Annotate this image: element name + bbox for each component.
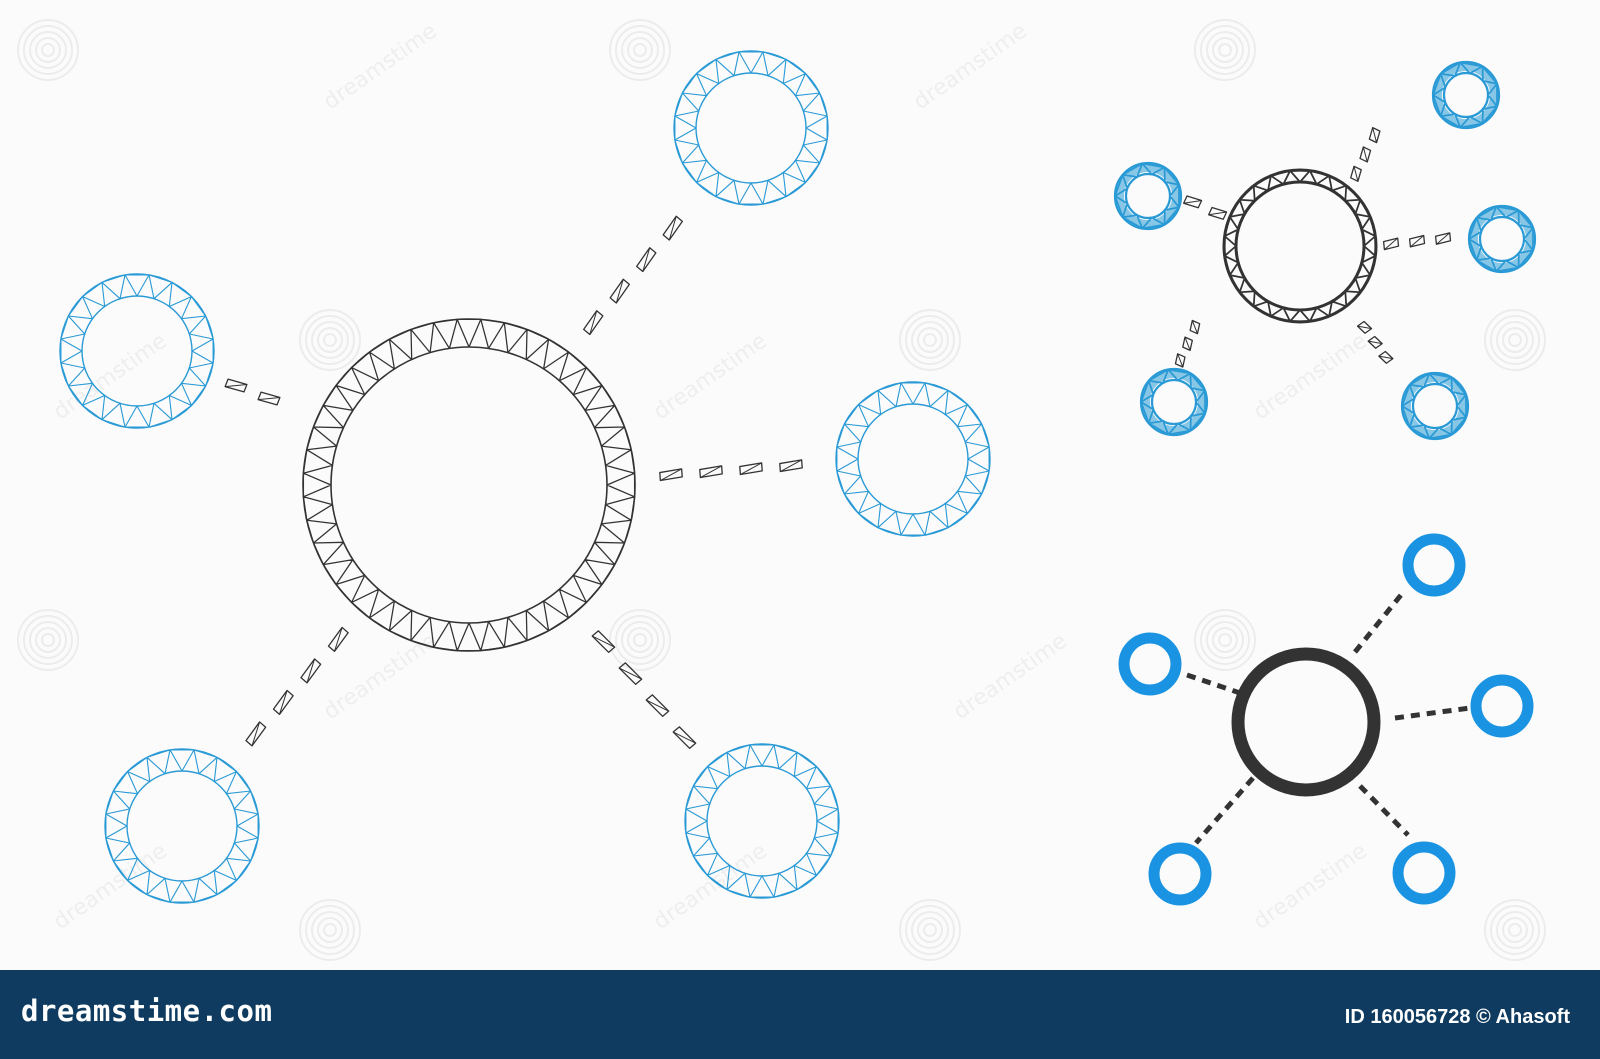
- spiral-logo-icon: [299, 899, 361, 961]
- poly-link: [1183, 195, 1228, 220]
- spiral-logo-icon: [1484, 899, 1546, 961]
- small-polygonal-network-icon: [1113, 60, 1537, 441]
- spiral-logo-icon: [609, 19, 671, 81]
- poly-link: [1174, 319, 1201, 368]
- poly-link: [1350, 126, 1381, 182]
- spiral-logo-icon: [899, 309, 961, 371]
- solid-hub-ring: [1231, 647, 1381, 797]
- solid-node-ring: [1392, 841, 1456, 905]
- network-illustration: dreamstime dreamstime dreamstime dreamstime…: [17, 19, 1546, 961]
- watermark-text: dreamstime: [1249, 839, 1372, 935]
- mesh-node-ring: [104, 748, 260, 904]
- footer-bar: [0, 970, 1600, 1059]
- mesh-hub-ring: [302, 318, 636, 652]
- poly-link: [1356, 320, 1394, 364]
- solid-node-ring: [1118, 632, 1182, 696]
- solid-dashed-link: [1186, 672, 1241, 696]
- poly-node-ring: [1431, 60, 1501, 130]
- poly-node-ring: [1400, 371, 1470, 441]
- mesh-link: [245, 626, 349, 747]
- solid-dashed-link: [1394, 705, 1471, 721]
- spiral-logo-icon: [1194, 19, 1256, 81]
- solid-node-ring: [1470, 674, 1534, 738]
- mesh-link: [224, 378, 281, 406]
- spiral-logo-icon: [1194, 609, 1256, 671]
- spiral-logo-icon: [1484, 309, 1546, 371]
- watermark-layer: dreamstime dreamstime dreamstime dreamstime…: [17, 19, 1546, 961]
- mesh-node-ring: [59, 273, 215, 429]
- watermark-text: dreamstime: [319, 19, 442, 115]
- solid-node-ring: [1148, 842, 1212, 906]
- illustration-canvas: dreamstime dreamstime dreamstime dreamstime…: [17, 18, 1546, 961]
- brand-logo-text[interactable]: dreamstime.com: [21, 994, 273, 1028]
- poly-node-ring: [1113, 161, 1183, 231]
- poly-hub-ring: [1222, 168, 1378, 324]
- watermark-text: dreamstime: [949, 629, 1072, 725]
- solid-node-ring: [1402, 533, 1466, 597]
- spiral-logo-icon: [17, 609, 79, 671]
- spiral-logo-icon: [299, 309, 361, 371]
- image-credit: ID 160056728 © Ahasoft: [1344, 1006, 1570, 1028]
- poly-link: [1382, 232, 1452, 251]
- solid-dashed-link: [1194, 776, 1255, 845]
- watermark-text: dreamstime: [1249, 329, 1372, 425]
- mesh-link: [659, 459, 803, 482]
- mesh-link: [583, 215, 683, 336]
- watermark-text: dreamstime: [909, 19, 1032, 115]
- large-mesh-network-icon: [59, 50, 991, 904]
- poly-node-ring: [1139, 367, 1209, 437]
- flat-network-icon: [1118, 533, 1534, 906]
- watermark-text: dreamstime: [649, 329, 772, 425]
- solid-dashed-link: [1353, 588, 1407, 654]
- mesh-node-ring: [684, 743, 840, 899]
- spiral-logo-icon: [17, 19, 79, 81]
- spiral-logo-icon: [899, 899, 961, 961]
- spiral-logo-icon: [609, 609, 671, 671]
- mesh-node-ring: [673, 50, 829, 206]
- mesh-node-ring: [835, 381, 991, 537]
- poly-node-ring: [1467, 204, 1537, 274]
- mesh-link: [591, 630, 697, 749]
- watermark-text: dreamstime: [649, 839, 772, 935]
- solid-dashed-link: [1358, 784, 1410, 837]
